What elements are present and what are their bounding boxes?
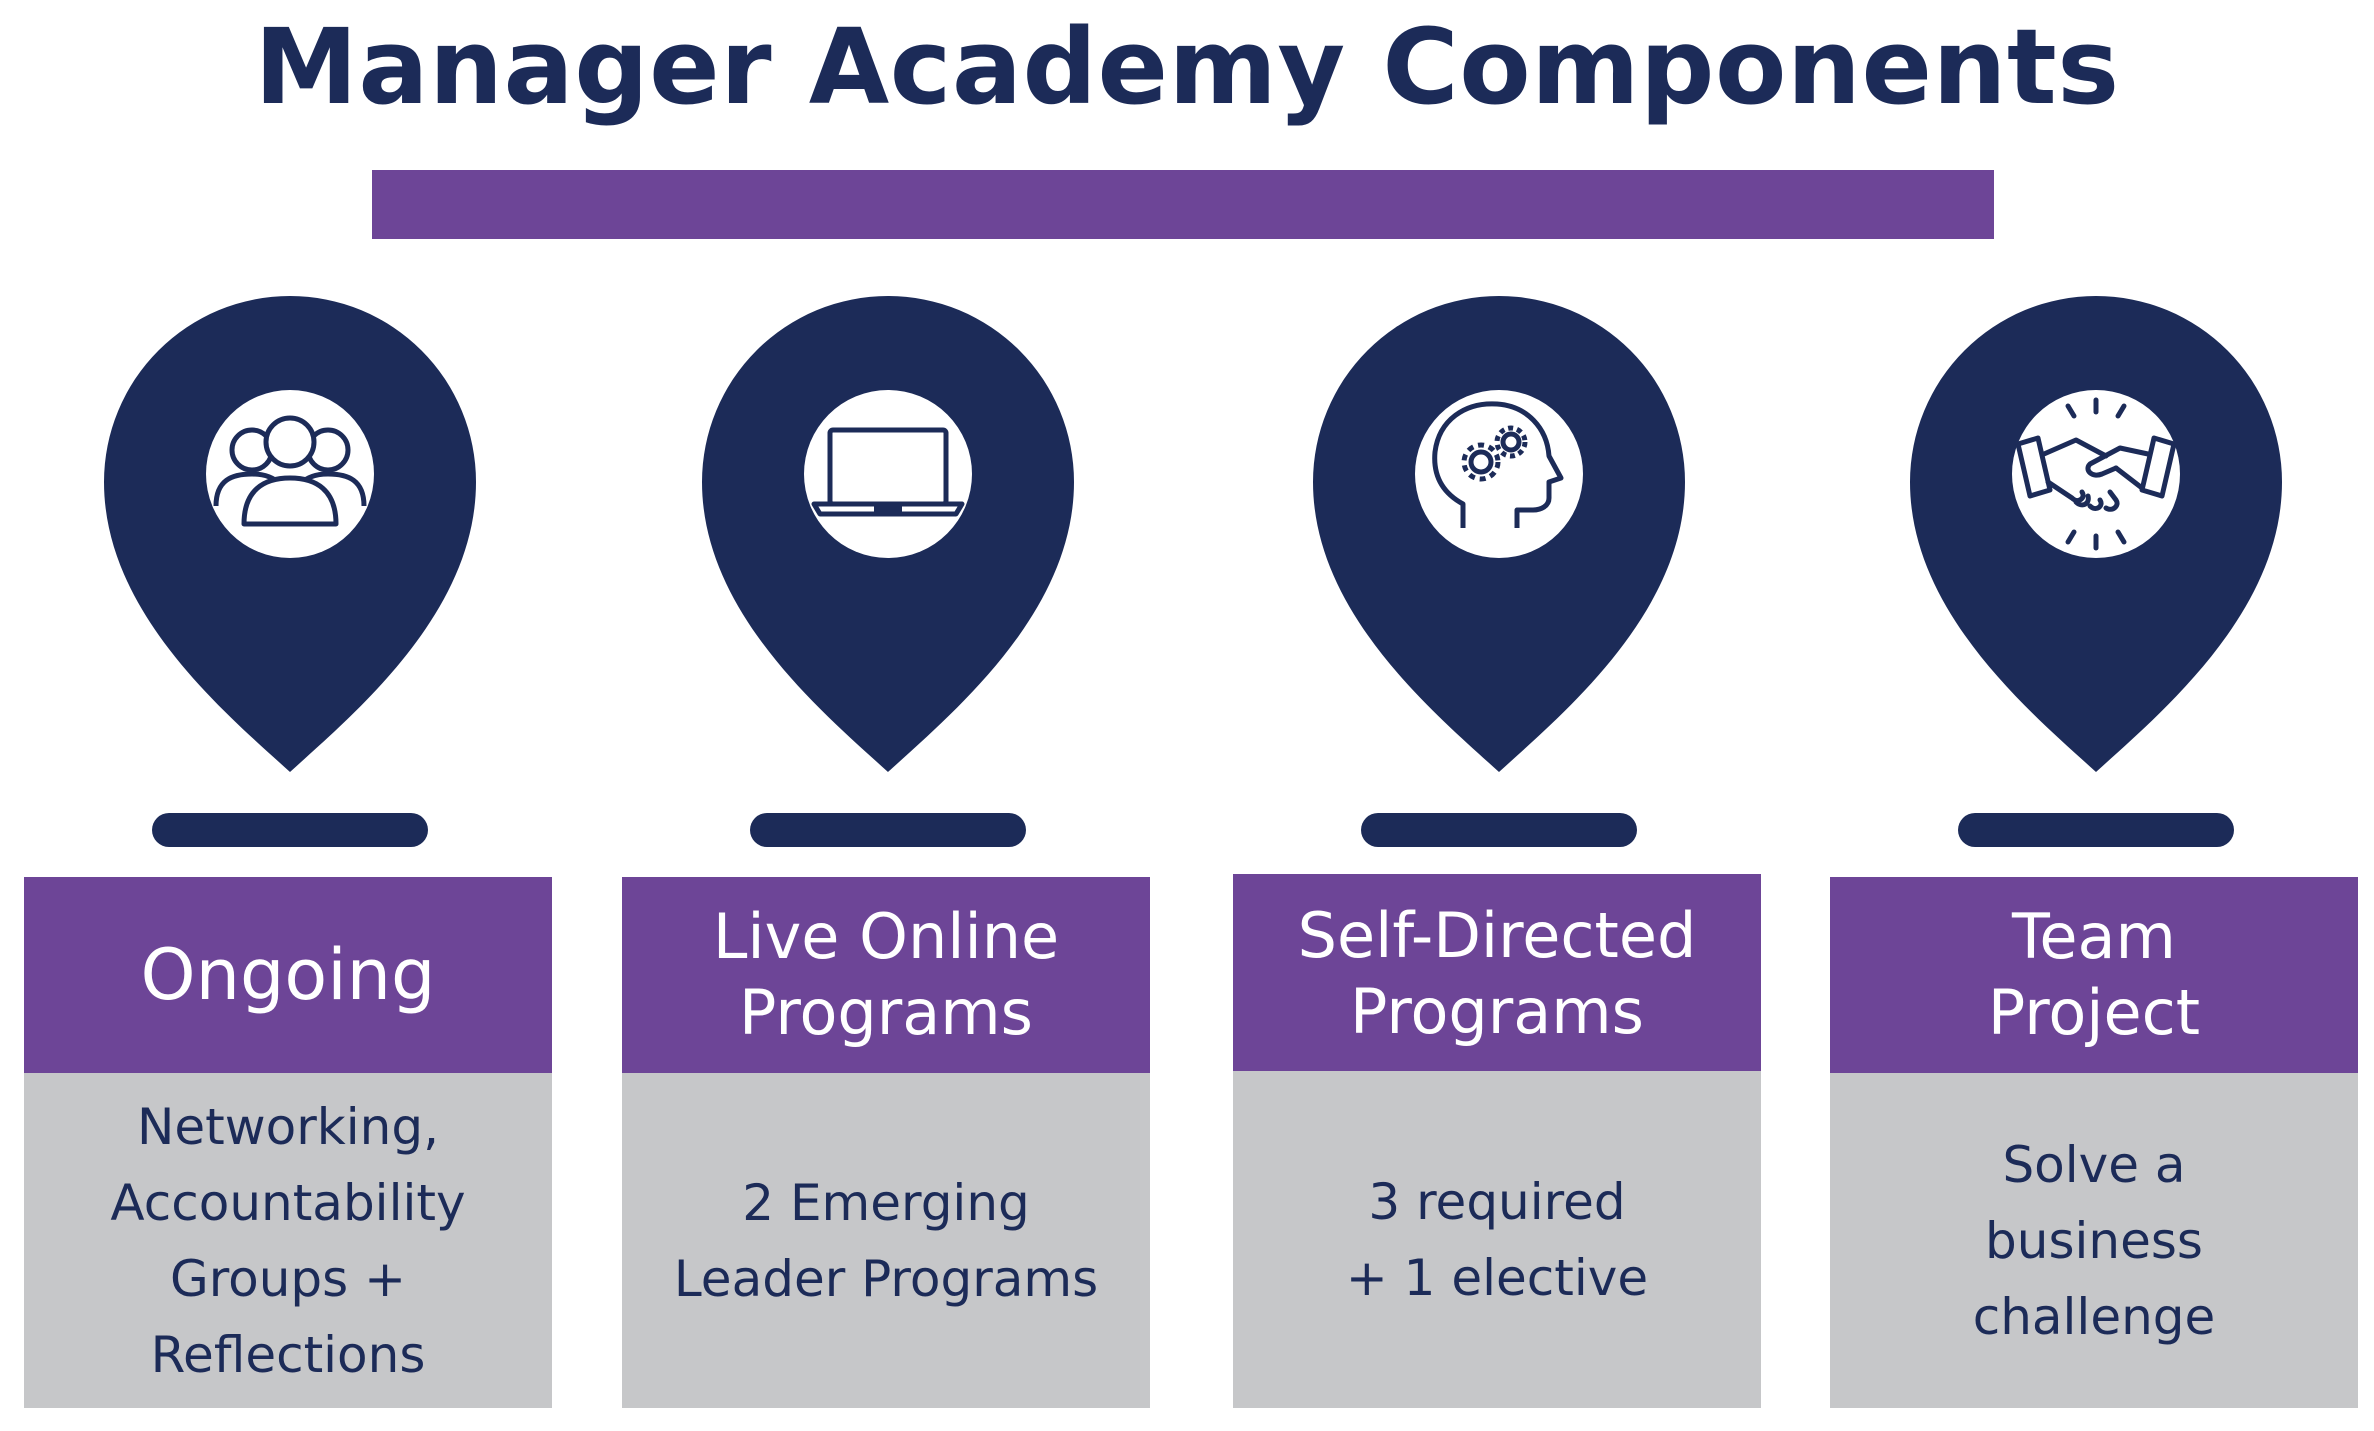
title-underline-bar — [372, 170, 1994, 239]
map-pin-self-directed — [1313, 292, 1685, 772]
body-line: 3 required — [1368, 1172, 1626, 1231]
heading-line: Team — [2012, 900, 2176, 973]
pin-base-self-directed — [1361, 813, 1637, 847]
pin-base-live-online — [750, 813, 1026, 847]
body-line: business — [1985, 1211, 2203, 1270]
component-heading-ongoing: Ongoing — [24, 877, 552, 1073]
map-pin-ongoing — [104, 292, 476, 772]
component-body-self-directed: 3 required + 1 elective — [1233, 1071, 1761, 1408]
body-line: Reflections — [150, 1325, 426, 1384]
heading-line: Live Online — [712, 900, 1060, 973]
component-body-live-online: 2 Emerging Leader Programs — [622, 1073, 1150, 1408]
body-line: challenge — [1972, 1287, 2216, 1346]
handshake-icon — [2015, 397, 2177, 551]
body-line: Networking, — [137, 1097, 439, 1156]
component-body-team-project: Solve a business challenge — [1830, 1073, 2358, 1408]
pin-base-ongoing — [152, 813, 428, 847]
map-pin-team-project — [1910, 292, 2282, 772]
heading-line: Self-Directed — [1297, 898, 1697, 972]
heading-line: Programs — [739, 976, 1033, 1049]
component-heading-team-project: Team Project — [1830, 877, 2358, 1073]
heading-line: Programs — [1350, 974, 1644, 1048]
map-pin-live-online — [702, 292, 1074, 772]
people-group-icon — [213, 415, 367, 527]
body-line: + 1 elective — [1345, 1248, 1649, 1307]
heading-line: Project — [1987, 976, 2201, 1049]
component-heading-live-online: Live Online Programs — [622, 877, 1150, 1073]
brain-gears-icon — [1432, 401, 1564, 528]
body-line: Groups + — [169, 1249, 407, 1308]
body-line: Leader Programs — [673, 1249, 1099, 1308]
body-line: 2 Emerging — [742, 1173, 1030, 1232]
page-title: Manager Academy Components — [254, 6, 2120, 128]
component-body-ongoing: Networking, Accountability Groups + Refl… — [24, 1073, 552, 1408]
component-heading-self-directed: Self-Directed Programs — [1233, 874, 1761, 1073]
pin-base-team-project — [1958, 813, 2234, 847]
body-line: Solve a — [2002, 1135, 2186, 1194]
body-line: Accountability — [110, 1173, 466, 1232]
heading-line: Ongoing — [140, 934, 436, 1016]
laptop-icon — [811, 427, 965, 517]
